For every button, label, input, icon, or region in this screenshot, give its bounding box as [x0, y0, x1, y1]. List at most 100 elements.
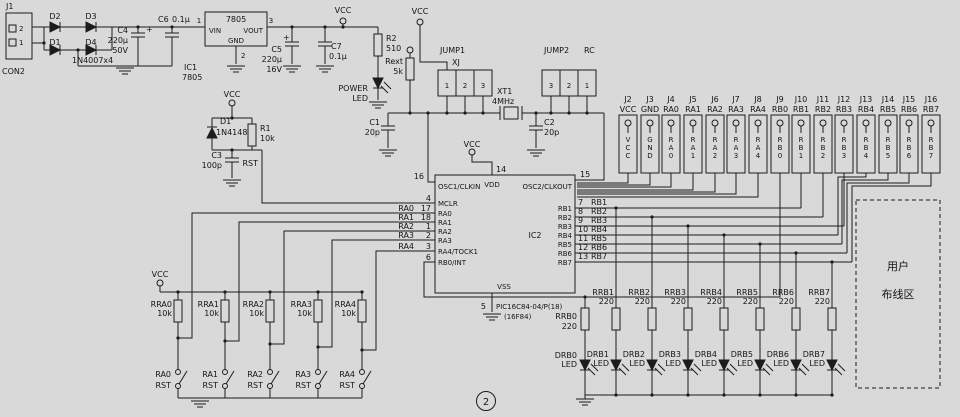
- led-ray-icon: [383, 81, 392, 90]
- led-ray-icon: [837, 363, 846, 372]
- osc1-pin: 16: [414, 172, 424, 181]
- vcc-terminal: [339, 17, 347, 25]
- ic2-pin-name: RA3: [438, 237, 452, 245]
- ic2-pin-number: 3: [426, 242, 431, 251]
- d2-diode-icon: [49, 21, 62, 33]
- junction-dot: [426, 111, 430, 115]
- resistor-value: 10k: [204, 309, 219, 318]
- connector-pin: [840, 119, 848, 127]
- led-icon: [372, 77, 384, 90]
- connector-signal: VCC: [620, 105, 637, 114]
- jump1-ref: JUMP1: [439, 46, 465, 55]
- connector-signal: RB6: [901, 105, 917, 114]
- wire: [427, 113, 435, 183]
- d3-diode-icon: [85, 21, 98, 33]
- led-label: LED: [737, 359, 753, 368]
- rb-resistor-icon: [683, 307, 693, 331]
- vdd-vcc: VCC: [464, 140, 481, 149]
- junction-dot: [758, 393, 762, 397]
- ic2-pin-name: RB5: [558, 241, 572, 249]
- connector-ref: J5: [688, 95, 696, 104]
- ra-pullup-resistor-icon: [313, 299, 323, 323]
- wire: [837, 173, 867, 235]
- switch-lever: [225, 370, 235, 385]
- led-ray-icon: [798, 367, 807, 376]
- ic2-pin-name: RB6: [558, 250, 573, 258]
- ic2-pin-name: RA0: [438, 210, 452, 218]
- ic2-pin-name: RB3: [558, 223, 572, 231]
- c5-ref: C5: [271, 45, 282, 54]
- led-ray-icon: [762, 367, 771, 376]
- ic2-pin-number: 10: [578, 225, 588, 234]
- ic2-osc1: OSC1/CLKIN: [438, 183, 480, 191]
- reset-d1-ref: D1: [220, 117, 231, 126]
- connector-pin: [927, 119, 935, 127]
- c3-ref: C3: [211, 151, 222, 160]
- pullup-vcc: VCC: [152, 270, 169, 279]
- connector-signal: RA3: [728, 105, 744, 114]
- led-ray-icon: [590, 363, 599, 372]
- rext-ref: Rext: [385, 57, 403, 66]
- led-ref: DRB3: [659, 350, 681, 359]
- connector-signal: RB0: [772, 105, 788, 114]
- wire: [577, 173, 737, 195]
- jump2-pin-3: 3: [549, 82, 553, 90]
- switch-contact: [359, 369, 365, 375]
- led-ray-icon: [618, 367, 627, 376]
- led-icon: [646, 359, 658, 372]
- rb-resistor-icon: [719, 307, 729, 331]
- d3-label: D3: [85, 12, 96, 21]
- led-ray-icon: [587, 367, 596, 376]
- ra-pullup-resistor-icon: [220, 299, 230, 323]
- xt1-body: [503, 106, 519, 120]
- jump1-name: XJ: [452, 58, 460, 67]
- connector-pin: [797, 119, 805, 127]
- led-ray-icon: [654, 367, 663, 376]
- connector-ref: J9: [775, 95, 783, 104]
- c2-ref: C2: [544, 118, 555, 127]
- wire: [841, 173, 889, 244]
- resistor-value: 10k: [341, 309, 356, 318]
- junction-dot: [341, 25, 345, 29]
- vdd-pin: 14: [496, 165, 506, 174]
- c5-voltage: 16V: [266, 65, 282, 74]
- c4-plus: +: [146, 25, 153, 34]
- connector-ref: J3: [645, 95, 653, 104]
- wire-label: RB7: [591, 252, 607, 261]
- led-ray-icon: [690, 367, 699, 376]
- led-label: LED: [629, 359, 645, 368]
- junction-dot: [614, 393, 618, 397]
- reset-vcc: VCC: [224, 90, 241, 99]
- c4-ref: C4: [117, 26, 128, 35]
- connector-signal: RA0: [663, 105, 679, 114]
- connector-signal: RA1: [685, 105, 701, 114]
- rb-resistor-icon: [791, 307, 801, 331]
- led-ray-icon: [729, 363, 738, 372]
- j1-pin-2: 2: [19, 25, 23, 33]
- r2-ref: R2: [386, 34, 397, 43]
- switch-label: RST: [339, 381, 355, 390]
- switch-label: RA3: [295, 370, 311, 379]
- switch-lever: [362, 370, 372, 385]
- wire: [577, 173, 759, 198]
- switch-label: RA0: [155, 370, 171, 379]
- wire: [585, 173, 781, 298]
- switch-contact: [315, 369, 321, 375]
- c6-value: 0.1μ: [172, 15, 190, 24]
- r1-resistor-icon: [247, 123, 257, 147]
- ic2-pin-name: RB0/INT: [438, 259, 467, 267]
- c3-value: 100p: [202, 161, 222, 170]
- wire-label: RA0: [398, 204, 414, 213]
- resistor-ref: RRA0: [151, 300, 172, 309]
- wire-label: RA4: [398, 242, 414, 251]
- wire: [846, 173, 910, 253]
- junction-dot: [722, 393, 726, 397]
- connector-ref: J11: [816, 95, 830, 104]
- switch-label: RST: [155, 381, 171, 390]
